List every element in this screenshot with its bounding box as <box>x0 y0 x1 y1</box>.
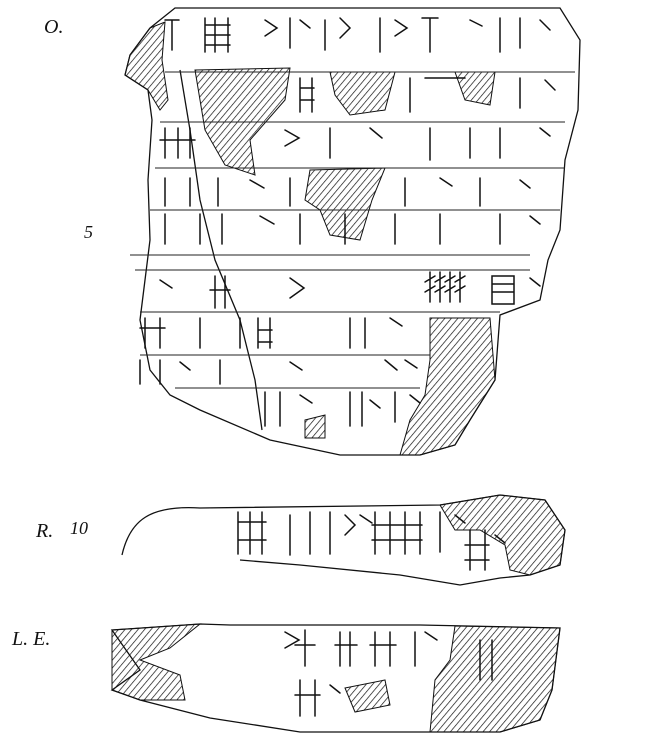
obverse-damage-left <box>124 21 169 111</box>
reverse-label: R. <box>36 520 54 542</box>
left-edge-damage-left <box>111 623 202 701</box>
obverse-damage-right-bottom <box>399 317 496 456</box>
reverse-damage <box>439 494 566 576</box>
obverse-outline <box>124 7 581 456</box>
obverse-label: O. <box>44 16 64 38</box>
left-edge-cuneiform-signs <box>284 629 493 717</box>
reverse-cuneiform-signs <box>237 511 506 571</box>
left-edge-damage-center <box>344 679 391 713</box>
reverse-outline <box>121 494 566 586</box>
left-edge-label: L. E. <box>12 628 51 650</box>
left-edge-damage-right <box>429 625 561 733</box>
obverse-rulings <box>130 71 575 389</box>
line-number-5: 5 <box>84 222 93 242</box>
line-number-10: 10 <box>70 518 88 538</box>
obverse-cuneiform-signs <box>139 17 556 427</box>
obverse-damage-lower <box>304 414 326 439</box>
